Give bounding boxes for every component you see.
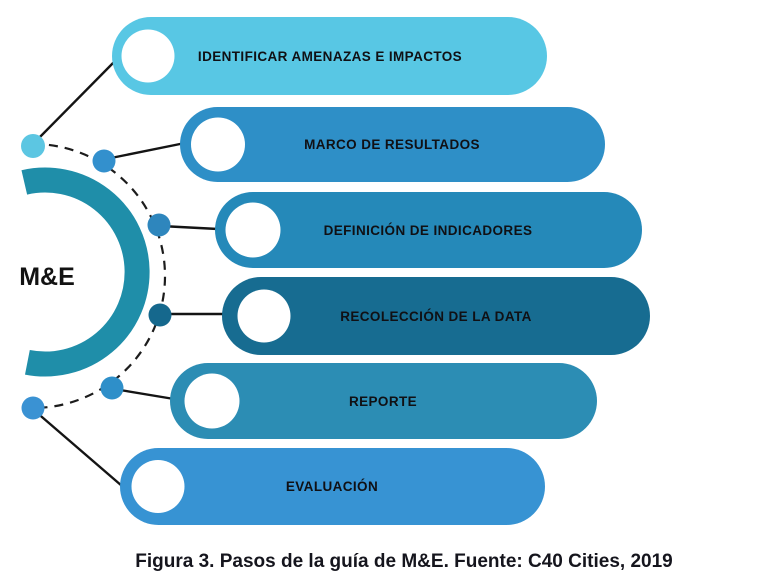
step-dot-4 xyxy=(148,303,172,327)
connector-line-3 xyxy=(160,224,219,231)
connector-line-1 xyxy=(33,59,117,144)
step-label-5: REPORTE xyxy=(349,394,417,409)
step-pill-circle-1 xyxy=(121,29,175,83)
step-pill-circle-6 xyxy=(131,460,185,513)
connector-line-6 xyxy=(34,410,123,487)
step-pill-circle-4 xyxy=(237,289,291,343)
step-pill-circle-2 xyxy=(191,117,245,172)
step-label-6: EVALUACIÓN xyxy=(286,479,378,494)
me-center-label: M&E xyxy=(19,263,75,291)
step-dot-3 xyxy=(147,213,171,237)
step-pill-circle-3 xyxy=(225,202,281,258)
step-pill-6 xyxy=(120,448,545,525)
step-pill-3 xyxy=(215,192,642,268)
step-pill-4 xyxy=(222,277,650,355)
step-dot-6 xyxy=(21,396,45,420)
step-label-4: RECOLECCIÓN DE LA DATA xyxy=(340,309,532,324)
step-pill-5 xyxy=(170,363,597,439)
step-label-1: IDENTIFICAR AMENAZAS E IMPACTOS xyxy=(198,49,462,64)
me-ring xyxy=(21,167,150,377)
step-dot-2 xyxy=(92,149,116,173)
figure-caption: Figura 3. Pasos de la guía de M&E. Fuent… xyxy=(135,551,672,572)
step-dot-5 xyxy=(100,376,124,400)
step-pill-circle-5 xyxy=(184,373,240,429)
step-label-3: DEFINICIÓN DE INDICADORES xyxy=(324,223,533,238)
connector-line-5 xyxy=(113,387,175,401)
step-pill-2 xyxy=(180,107,605,182)
step-pill-1 xyxy=(112,17,547,95)
step-label-2: MARCO DE RESULTADOS xyxy=(304,137,480,152)
connector-line-2 xyxy=(105,141,186,161)
step-dot-1 xyxy=(21,134,45,158)
